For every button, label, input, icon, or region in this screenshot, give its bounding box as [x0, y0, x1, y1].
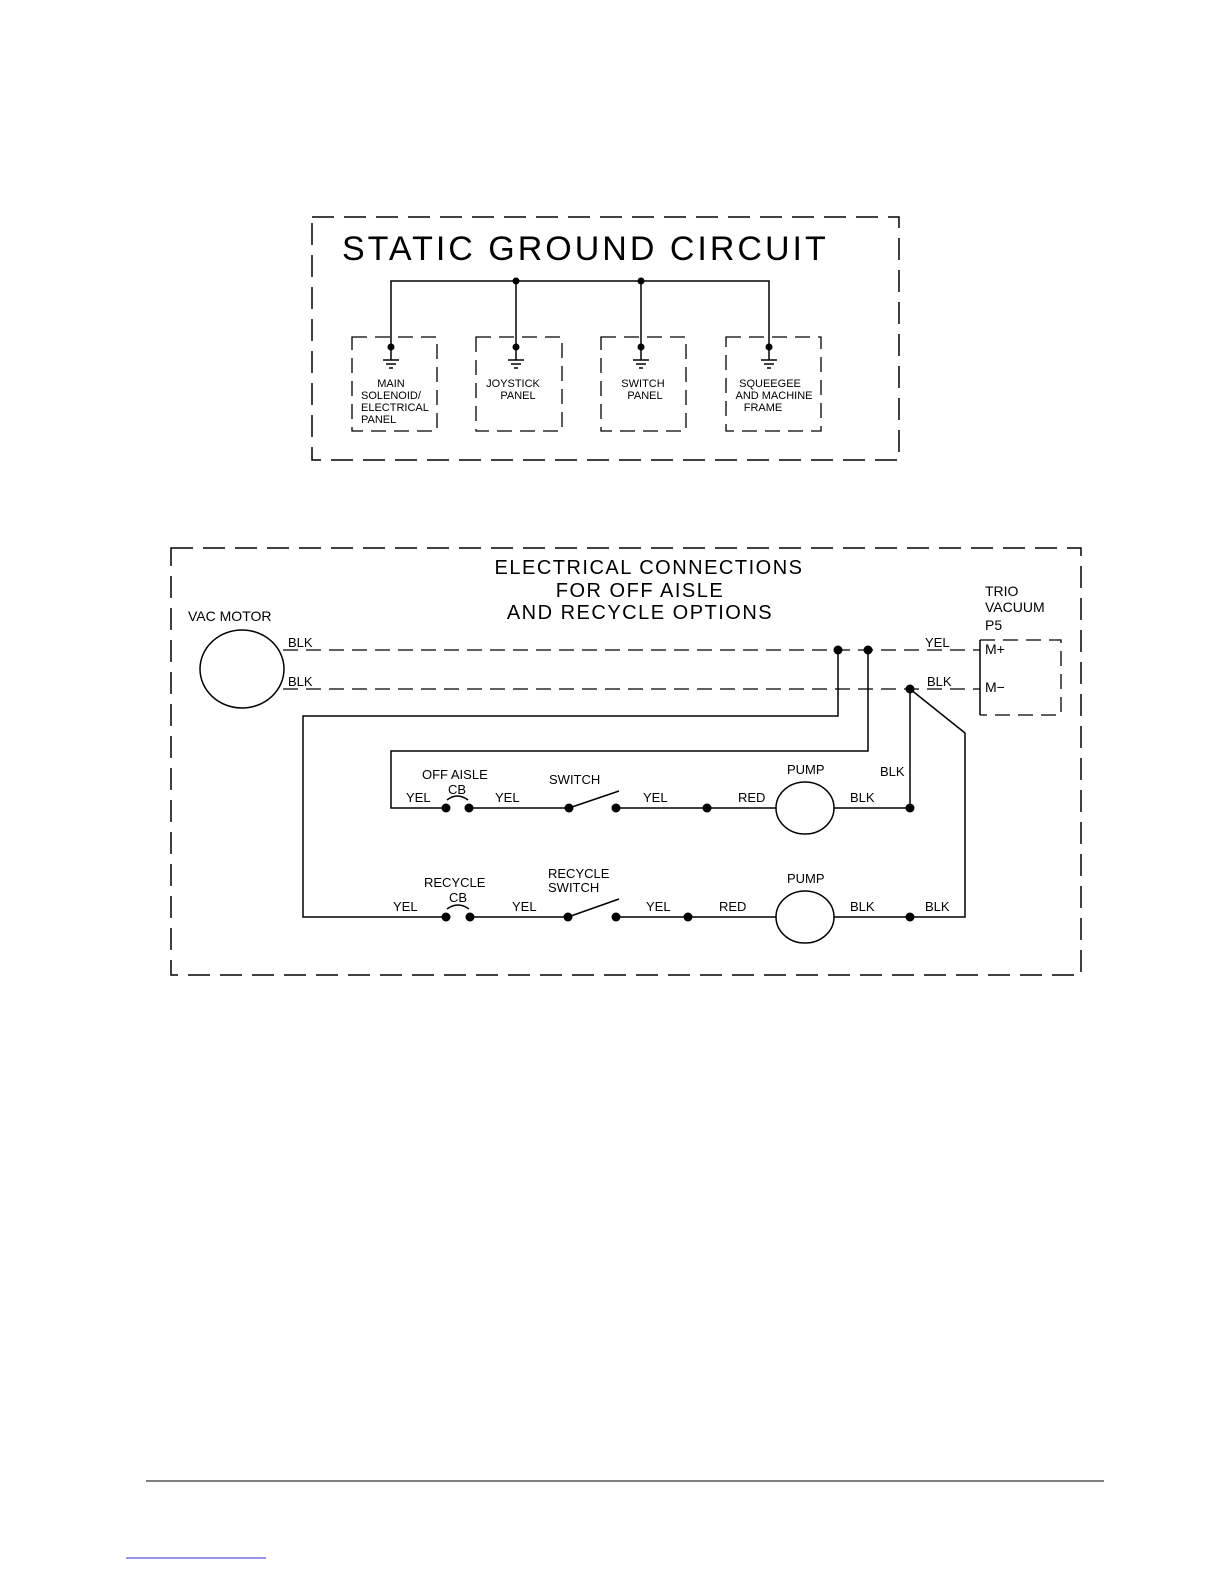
trio-wire-bottom-label: BLK	[927, 674, 952, 689]
recycle-switch-icon	[567, 898, 620, 918]
panel-label-squeegee-line3: FRAME	[744, 402, 783, 414]
ground-bus	[390, 280, 770, 345]
panel-label-switch-line2: PANEL	[627, 390, 662, 402]
recycle-cb-label-line1: RECYCLE	[424, 875, 486, 890]
off-aisle-feed-wire	[390, 650, 869, 809]
trio-label-line3: P5	[985, 617, 1002, 633]
electrical-title-line2: FOR OFF AISLE	[556, 580, 724, 602]
recycle-wire-blk-label: BLK	[850, 899, 875, 914]
off-aisle-cb-label-line1: OFF AISLE	[422, 767, 488, 782]
panel-box-joystick	[475, 336, 563, 432]
off-aisle-pump-label: PUMP	[787, 762, 825, 777]
recycle-pump-label: PUMP	[787, 871, 825, 886]
ground-symbol-icon	[508, 343, 524, 369]
trio-label-line1: TRIO	[985, 583, 1019, 599]
recycle-splice-dot	[683, 912, 693, 922]
trio-pin-plus: M+	[985, 641, 1005, 657]
off-aisle-wire-cb-label: YEL	[495, 790, 520, 805]
bus-junction-dot	[637, 277, 645, 285]
vac-motor-icon	[199, 629, 285, 709]
recycle-switch-label-line1: RECYCLE	[548, 866, 610, 881]
recycle-splice-dot	[905, 912, 915, 922]
panel-box-switch	[600, 336, 687, 432]
panel-label-joystick-line2: PANEL	[500, 390, 535, 402]
vac-wire-top-label: BLK	[288, 635, 313, 650]
recycle-wire-red-label: RED	[719, 899, 746, 914]
junction-dot	[905, 803, 915, 813]
panel-label-squeegee-line1: SQUEEGEE	[739, 378, 801, 390]
panel-label-joystick-line1: JOYSTICK	[486, 378, 540, 390]
electrical-title-line3: AND RECYCLE OPTIONS	[507, 602, 773, 624]
off-aisle-wire-vert-label: BLK	[880, 764, 905, 779]
recycle-breaker-icon	[446, 904, 470, 910]
recycle-wire-right-label: BLK	[925, 899, 950, 914]
vac-motor-label: VAC MOTOR	[188, 608, 272, 624]
panel-label-switch-line1: SWITCH	[621, 378, 664, 390]
trio-connector-box	[980, 639, 1062, 716]
electrical-connections-diagram: ELECTRICAL CONNECTIONS FOR OFF AISLE AND…	[170, 547, 1082, 976]
panel-label-main-line3: ELECTRICAL	[361, 402, 429, 414]
static-ground-circuit: STATIC GROUND CIRCUIT MA	[311, 216, 900, 461]
off-aisle-splice-dot	[702, 803, 712, 813]
off-aisle-pump-icon	[775, 781, 835, 835]
recycle-feed-wire	[302, 650, 839, 918]
panel-box-main	[351, 336, 438, 432]
trio-label-line2: VACUUM	[985, 599, 1045, 615]
recycle-wire-cb-label: YEL	[512, 899, 537, 914]
panel-label-main-line4: PANEL	[361, 414, 396, 426]
off-aisle-wire-in-label: YEL	[406, 790, 431, 805]
recycle-breaker-contact	[441, 912, 451, 922]
off-aisle-wire-out-label: YEL	[643, 790, 668, 805]
off-aisle-wire-blk-label: BLK	[850, 790, 875, 805]
trio-wire-top-label: YEL	[925, 635, 950, 650]
recycle-wire-in-label: YEL	[393, 899, 418, 914]
ground-symbol-icon	[383, 343, 399, 369]
off-aisle-cb-label-line2: CB	[448, 782, 466, 797]
static-ground-title: STATIC GROUND CIRCUIT	[342, 230, 829, 268]
recycle-wire-out-label: YEL	[646, 899, 671, 914]
off-aisle-switch-icon	[568, 790, 620, 809]
panel-box-squeegee	[725, 336, 822, 432]
recycle-pump-icon	[775, 890, 835, 944]
electrical-title-line1: ELECTRICAL CONNECTIONS	[495, 557, 804, 579]
ground-symbol-icon	[633, 343, 649, 369]
off-aisle-switch-label: SWITCH	[549, 772, 600, 787]
ground-symbol-icon	[761, 343, 777, 369]
vac-wire-bottom-label: BLK	[288, 674, 313, 689]
recycle-return-wire	[909, 688, 966, 918]
panel-label-main-line2: SOLENOID/	[361, 390, 422, 402]
panel-label-squeegee-line2: AND MACHINE	[735, 390, 812, 402]
trio-pin-minus: M−	[985, 679, 1005, 695]
static-ground-frame	[311, 216, 900, 461]
bus-junction-dot	[512, 277, 520, 285]
electrical-frame	[170, 547, 1082, 976]
off-aisle-breaker-icon	[446, 795, 469, 801]
recycle-switch-label-line2: SWITCH	[548, 880, 599, 895]
off-aisle-breaker-contact	[441, 803, 451, 813]
panel-label-main-line1: MAIN	[377, 378, 405, 390]
off-aisle-wire-red-label: RED	[738, 790, 765, 805]
recycle-cb-label-line2: CB	[449, 890, 467, 905]
